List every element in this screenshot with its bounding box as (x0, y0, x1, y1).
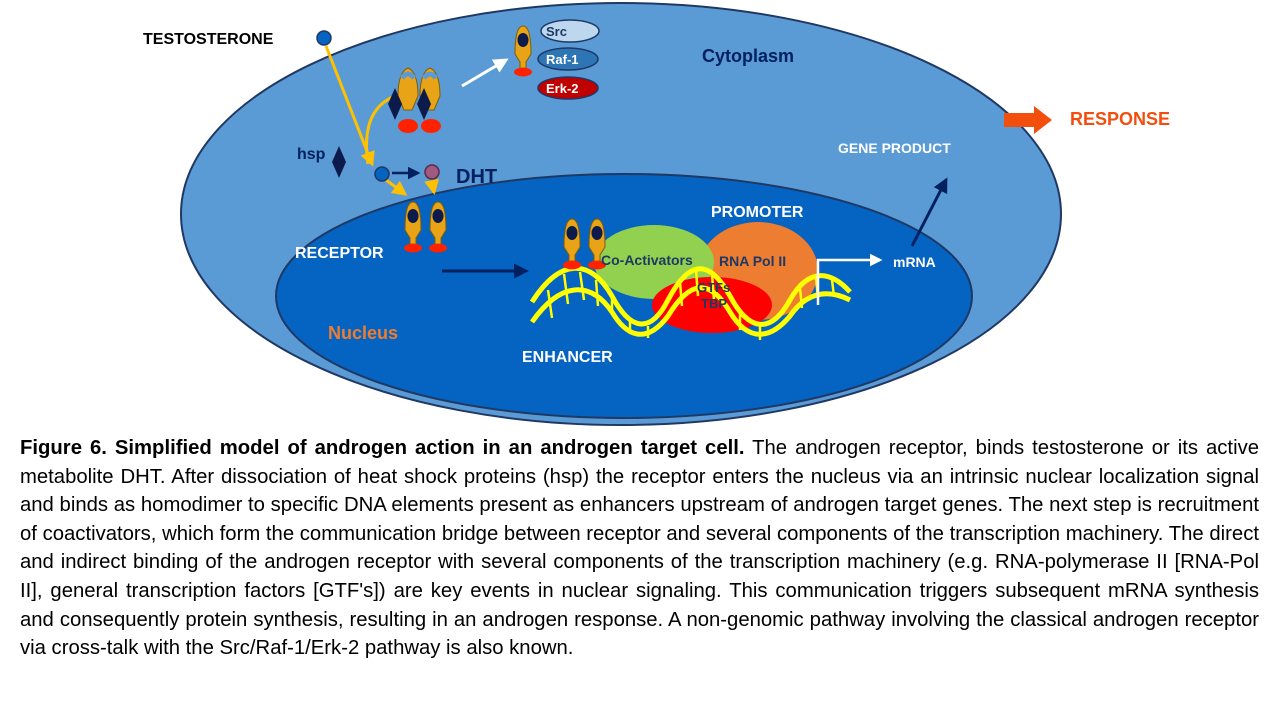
rna-pol-label: RNA Pol II (719, 253, 786, 269)
hsp-label: hsp (297, 146, 326, 163)
dht-to-receptor-arrow (424, 178, 440, 195)
gene-product-label: GENE PRODUCT (838, 140, 951, 156)
non-genomic-arrow (461, 58, 509, 88)
mrna-label: mRNA (893, 254, 936, 270)
figure-caption: Figure 6. Simplified model of androgen a… (20, 434, 1259, 663)
dht-label: DHT (456, 166, 497, 188)
enhancer-label: ENHANCER (522, 349, 613, 366)
hsp-diamond (332, 146, 346, 178)
caption-title: Figure 6. Simplified model of androgen a… (20, 437, 745, 459)
gtfs-label: GTFs (697, 280, 730, 295)
testosterone-in-cell (374, 166, 390, 182)
raf1-ellipse (537, 47, 599, 71)
hsp-complex-arrow (365, 94, 396, 165)
testosterone-to-receptor-arrow (385, 178, 408, 196)
cytoplasm-label: Cytoplasm (702, 46, 794, 66)
co-activators-label: Co-Activators (601, 252, 693, 268)
response-arrow (1004, 106, 1052, 134)
nucleus-label: Nucleus (328, 323, 398, 343)
testosterone-molecule (316, 30, 332, 46)
promoter-label: PROMOTER (711, 204, 804, 221)
dht-molecule (424, 164, 440, 180)
receptor-label: RECEPTOR (295, 245, 384, 262)
nucleus-ellipse (275, 173, 973, 419)
response-label: RESPONSE (1070, 109, 1170, 129)
testosterone-label: TESTOSTERONE (143, 31, 274, 48)
mrna-to-gene-product-arrow (910, 177, 948, 247)
testosterone-entry-arrow (324, 45, 375, 167)
src-label: Src (546, 24, 567, 39)
receptor-non-genomic (513, 25, 533, 77)
raf1-label: Raf-1 (546, 52, 579, 67)
transcription-arrow (816, 253, 883, 305)
receptor-hsp-complex (388, 67, 441, 133)
erk2-ellipse (537, 76, 599, 100)
tbp-label: TBP (701, 296, 727, 311)
erk2-label: Erk-2 (546, 81, 579, 96)
src-ellipse (540, 19, 600, 43)
caption-body: The androgen receptor, binds testosteron… (20, 437, 1259, 660)
androgen-action-diagram: TESTOSTERONE Src Raf-1 Erk-2 Cytoplasm R… (143, 2, 1170, 426)
